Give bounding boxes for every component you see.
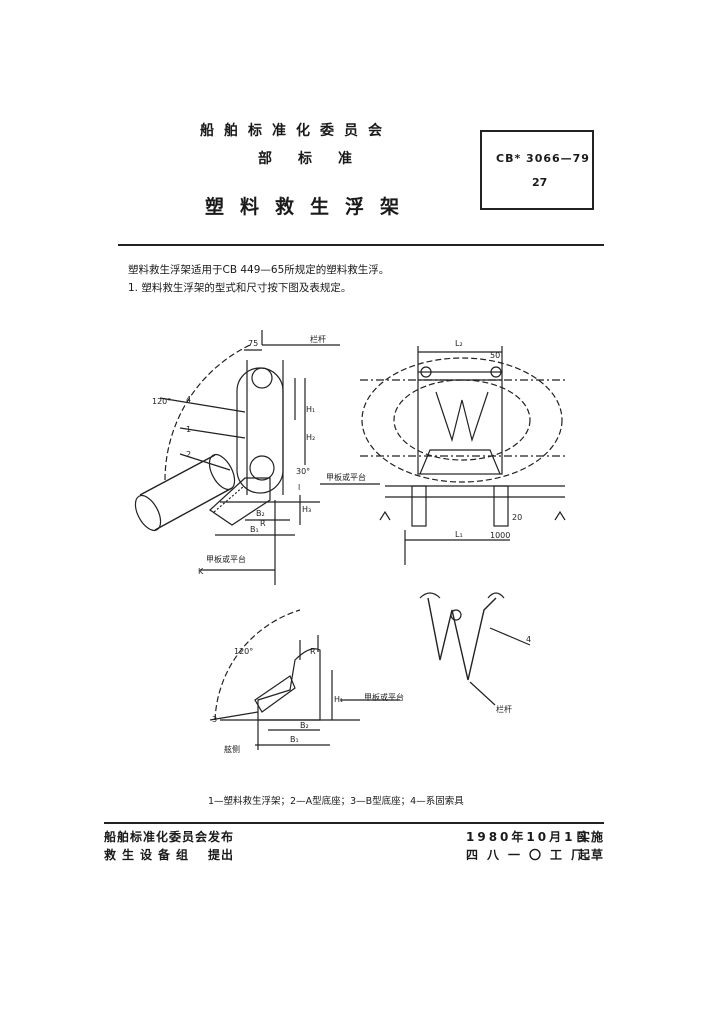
label-railing: 栏杆	[310, 334, 326, 344]
leader-2	[179, 453, 231, 471]
float-frame-outline	[236, 367, 284, 494]
lashing-rope	[427, 597, 497, 681]
callout-1: 1	[186, 425, 191, 434]
float-ring-top	[251, 367, 273, 389]
dim-75: 75	[248, 339, 258, 348]
effective-date: 1980年10月1日	[466, 830, 591, 844]
float-outer-outline	[361, 357, 563, 483]
leader-3b	[209, 711, 259, 721]
label-railing-2: 栏杆	[496, 704, 512, 714]
publisher-verb: 发布	[208, 830, 235, 844]
base-b-brace	[254, 675, 296, 713]
float-tube-end-far	[208, 453, 236, 491]
dim-1000: 1000	[490, 531, 510, 540]
dim-30: 30°	[296, 467, 310, 476]
rack-base-front	[419, 449, 501, 475]
dim-120: 120°	[152, 397, 171, 406]
float-ring-bottom	[249, 455, 275, 481]
dim-H3: H₃	[302, 505, 311, 514]
swing-arc-b	[214, 609, 301, 721]
callout-3b: 3	[212, 715, 217, 724]
leader-railing-2	[469, 681, 496, 706]
standard-sub-number: 27	[532, 176, 548, 189]
base-hatch	[213, 485, 245, 513]
callout-2: 2	[186, 450, 191, 459]
base-a-type	[209, 477, 271, 526]
dim-R2: R	[310, 647, 316, 656]
clause-1: 1. 塑料救生浮架的型式和尺寸按下图及表规定。	[128, 282, 352, 294]
proposer-verb: 提出	[208, 848, 235, 862]
base-post-right	[493, 485, 509, 527]
leader-4	[159, 397, 246, 413]
label-deck-3: 甲板或平台	[364, 692, 404, 702]
figure-caption: 1—塑料救生浮架；2—A型底座；3—B型底座；4—系固索具	[208, 796, 464, 807]
dim-R: R	[260, 519, 266, 528]
float-tube-end	[134, 494, 162, 532]
standard-level: 部标准	[258, 151, 378, 167]
dim-B1: B₁	[250, 525, 259, 534]
hook-right	[490, 366, 502, 378]
dim-L2: L₂	[455, 339, 463, 348]
hook-left	[420, 366, 432, 378]
dim-l: l	[298, 483, 300, 492]
leader-1	[179, 427, 246, 439]
dim-B2: B₂	[256, 509, 265, 518]
footer-rule	[104, 822, 604, 824]
issuing-committee: 船舶标准化委员会	[200, 123, 392, 139]
dim-B2b: B₂	[300, 721, 309, 730]
label-deck-2: 甲板或平台	[206, 554, 246, 564]
standard-number-box	[480, 130, 594, 210]
lashing-w	[435, 391, 489, 443]
dim-H1: H₁	[306, 405, 315, 414]
dim-K: K	[198, 567, 204, 576]
dim-B1b: B₁	[290, 735, 299, 744]
float-inner-outline	[393, 379, 531, 461]
dim-H2: H₂	[306, 433, 315, 442]
dim-20: 20	[512, 513, 522, 522]
intro-paragraph: 塑料救生浮架适用于CB 449—65所规定的塑料救生浮。	[128, 264, 390, 276]
break-marks	[379, 510, 566, 521]
rope-hooks	[419, 592, 505, 599]
base-post-left	[411, 485, 427, 527]
base-b-type	[257, 648, 321, 721]
label-bulwark: 舷侧	[224, 744, 240, 754]
header-rule	[118, 244, 604, 246]
label-deck: 甲板或平台	[326, 472, 366, 482]
dim-H4: H₁	[334, 695, 343, 704]
rope-clip	[450, 609, 462, 621]
dim-120b: 120°	[234, 647, 253, 656]
proposer-org: 救生设备组	[104, 848, 195, 862]
rack-frame-front	[417, 371, 503, 475]
swing-arc	[164, 344, 251, 481]
base-b-saddle	[299, 635, 319, 660]
standard-number: CB* 3066—79	[496, 152, 590, 165]
publisher-org: 船舶标准化委员会	[104, 830, 209, 844]
document-title: 塑料救生浮架	[205, 196, 416, 218]
drafter-org: 四八一〇工厂	[466, 848, 593, 862]
effective-verb: 实施	[578, 830, 605, 844]
callout-4b: 4	[526, 635, 531, 644]
dim-L1: L₁	[455, 530, 463, 539]
leader-4b	[489, 627, 531, 646]
dim-50: 50	[490, 351, 500, 360]
drafter-verb: 起草	[578, 848, 605, 862]
callout-4: 4	[186, 395, 191, 404]
